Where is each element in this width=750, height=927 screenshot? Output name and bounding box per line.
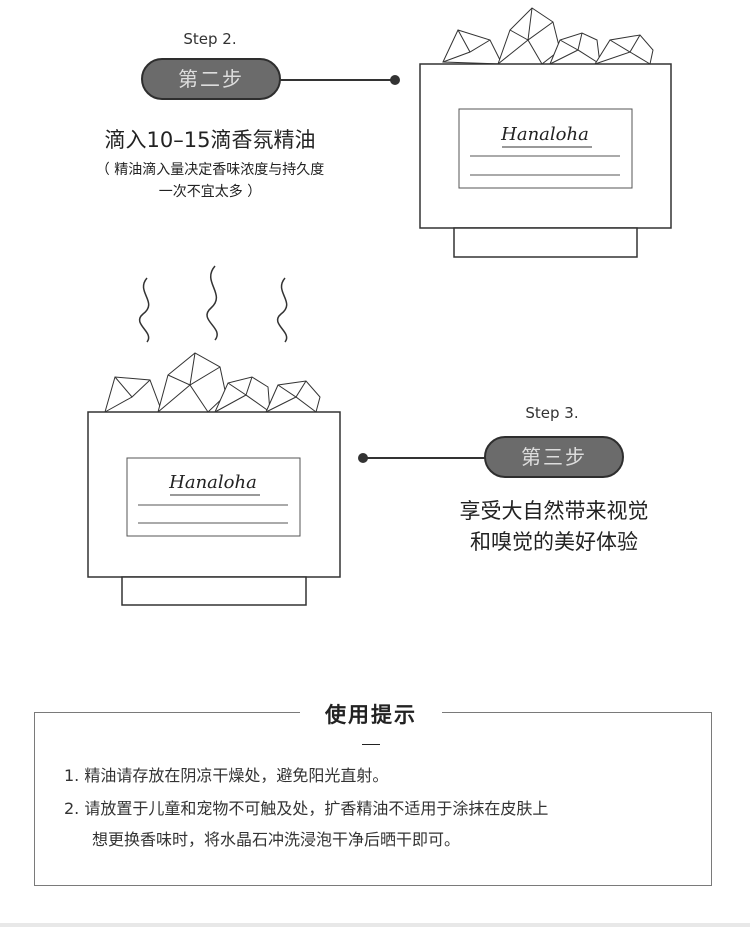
brand-logo-step2: Hanaloha [500,124,589,145]
step3-title-line2: 和嗅觉的美好体验 [470,530,638,554]
step2-note-line1: （ 精油滴入量决定香味浓度与持久度 [95,162,325,178]
diffuser-illustration-step3: Hanaloha [87,352,341,606]
step3-connector-line [363,457,487,459]
diffuser-illustration-step2: Hanaloha [419,7,672,258]
label-card [458,108,633,189]
step2-label: Step 2. [183,30,237,48]
step3-badge: 第三步 [484,436,624,478]
tips-divider [362,744,380,745]
tip-item-1: 1. 精油请存放在阴凉干燥处，避免阳光直射。 [64,766,389,785]
steam-icon [138,265,288,343]
tip-item-2: 2. 请放置于儿童和宠物不可触及处，扩香精油不适用于涂抹在皮肤上 [64,799,549,818]
step3-title-line1: 享受大自然带来视觉 [459,499,649,523]
brand-logo-step3: Hanaloha [168,472,257,493]
step2-badge: 第二步 [141,58,281,100]
step2-note-line2: 一次不宜太多 ） [158,184,262,200]
diffuser-base [453,227,638,258]
diffuser-base [121,576,307,606]
bottom-divider [0,923,750,927]
tip-item-2-continued: 想更换香味时，将水晶石冲洗浸泡干净后晒干即可。 [92,830,461,849]
step2-title: 滴入10–15滴香氛精油 [104,128,316,152]
label-card [126,457,301,537]
step3-label: Step 3. [525,404,579,422]
step2-connector-dot [390,75,400,85]
tips-title: 使用提示 [300,699,442,729]
step2-connector-line [279,79,395,81]
